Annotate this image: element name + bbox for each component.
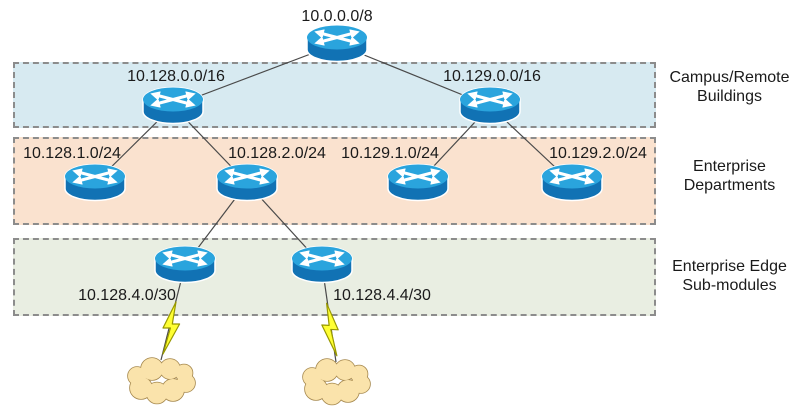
wan-cloud-icon-left <box>127 357 196 405</box>
node-label-edge-2: 10.128.4.4/30 <box>333 287 431 304</box>
node-label-dept-2: 10.128.2.0/24 <box>228 145 326 162</box>
band-caption-line: Departments <box>683 177 776 194</box>
band-caption-campus-remote-buildings: Campus/Remote Buildings <box>658 68 801 106</box>
router-icon-dept-1 <box>65 165 125 201</box>
router-icon-root <box>307 26 367 62</box>
node-label-edge-1: 10.128.4.0/30 <box>78 287 176 304</box>
node-label-campus-left: 10.128.0.0/16 <box>127 68 225 85</box>
router-icon-edge-1 <box>155 247 215 283</box>
router-icon-campus-right <box>460 88 520 124</box>
node-label-root: 10.0.0.0/8 <box>301 8 373 25</box>
band-campus-remote-buildings <box>13 62 656 128</box>
node-label-dept-1: 10.128.1.0/24 <box>23 145 121 162</box>
band-caption-enterprise-departments: Enterprise Departments <box>658 157 801 195</box>
router-icon-campus-left <box>143 88 203 124</box>
router-icon-dept-4 <box>542 165 602 201</box>
band-caption-line: Buildings <box>697 88 762 105</box>
lightning-bolt-icon-left <box>162 301 181 355</box>
band-caption-enterprise-edge-sub-modules: Enterprise Edge Sub-modules <box>658 257 801 295</box>
router-icon-dept-3 <box>388 165 448 201</box>
lightning-bolt-icon-right <box>321 302 339 357</box>
band-caption-line: Campus/Remote <box>669 69 790 86</box>
node-label-dept-4: 10.129.2.0/24 <box>549 145 647 162</box>
wan-cloud-icon-right <box>302 358 371 406</box>
band-caption-line: Sub-modules <box>682 277 777 294</box>
band-caption-line: Enterprise <box>693 158 766 175</box>
router-icon-edge-2 <box>292 247 352 283</box>
node-label-dept-3: 10.129.1.0/24 <box>341 145 439 162</box>
node-label-campus-right: 10.129.0.0/16 <box>443 68 541 85</box>
router-icon-dept-2 <box>217 165 277 201</box>
band-caption-line: Enterprise Edge <box>672 258 787 275</box>
